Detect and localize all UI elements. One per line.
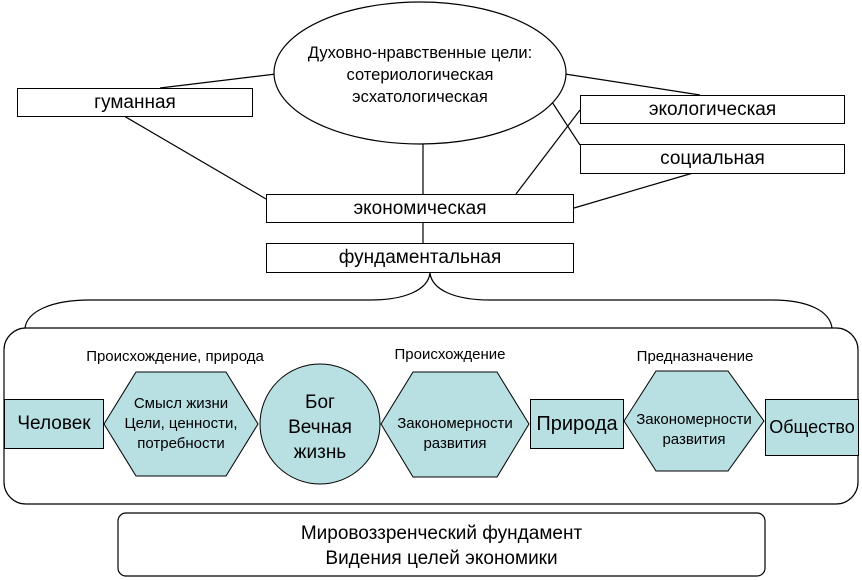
economic-box: экономическая (266, 194, 574, 223)
god-text: Бог Вечная жизнь (262, 390, 378, 465)
foundation-text: Мировоззренческий фундамент Видения целе… (118, 521, 765, 571)
laws-1-line-2: развития (423, 435, 487, 452)
nature-box: Природа (530, 399, 624, 449)
meaning-of-life-text: Смысл жизни Цели, ценности, потребности (110, 394, 252, 454)
caption-origin: Происхождение (394, 346, 506, 363)
humane-box: гуманная (17, 88, 253, 117)
meaning-of-life-hexagon (103, 371, 259, 477)
connector-economic-social (573, 172, 694, 209)
god-line-3: жизнь (293, 442, 347, 463)
society-box: Общество (765, 399, 859, 456)
spiritual-goals-line-3: эсхатологическая (352, 88, 488, 106)
meaning-line-1: Смысл жизни (133, 395, 229, 412)
foundation-line-1: Мировоззренческий фундамент (300, 523, 583, 544)
laws-2-line-2: развития (662, 431, 726, 448)
god-line-1: Бог (305, 392, 335, 413)
laws-text-2: Закономерности развития (624, 410, 764, 450)
laws-hexagon-2 (623, 370, 765, 472)
meaning-line-3: потребности (137, 435, 225, 452)
caption-purpose: Предназначение (636, 348, 754, 365)
foundation-line-2: Видения целей экономики (325, 548, 558, 569)
laws-2-line-1: Закономерности (636, 411, 752, 428)
curly-brace (24, 272, 833, 329)
spiritual-goals-line-2: сотериологическая (346, 66, 494, 84)
connector-top-ecological (564, 73, 701, 96)
connector-top-social (551, 101, 581, 146)
spiritual-goals-text: Духовно-нравственные цели: сотериологиче… (280, 42, 560, 108)
caption-origin-nature: Происхождение, природа (86, 348, 264, 365)
meaning-line-2: Цели, ценности, (124, 415, 238, 432)
connector-humane-top (159, 73, 277, 89)
laws-text-1: Закономерности развития (385, 414, 525, 454)
spiritual-goals-ellipse (273, 1, 567, 145)
connector-economic-ecological (515, 109, 581, 195)
foundation-box (117, 512, 766, 577)
spiritual-goals-line-1: Духовно-нравственные цели: (307, 44, 533, 62)
laws-1-line-1: Закономерности (397, 415, 513, 432)
fundamental-box: фундаментальная (266, 243, 574, 273)
social-box: социальная (580, 144, 845, 174)
connectors (123, 73, 701, 243)
god-line-2: Вечная (288, 417, 352, 438)
person-box: Человек (4, 399, 104, 449)
ecological-box: экологическая (580, 95, 845, 124)
connector-humane-economic (123, 115, 267, 200)
laws-hexagon-1 (380, 371, 530, 478)
god-circle (259, 363, 381, 485)
